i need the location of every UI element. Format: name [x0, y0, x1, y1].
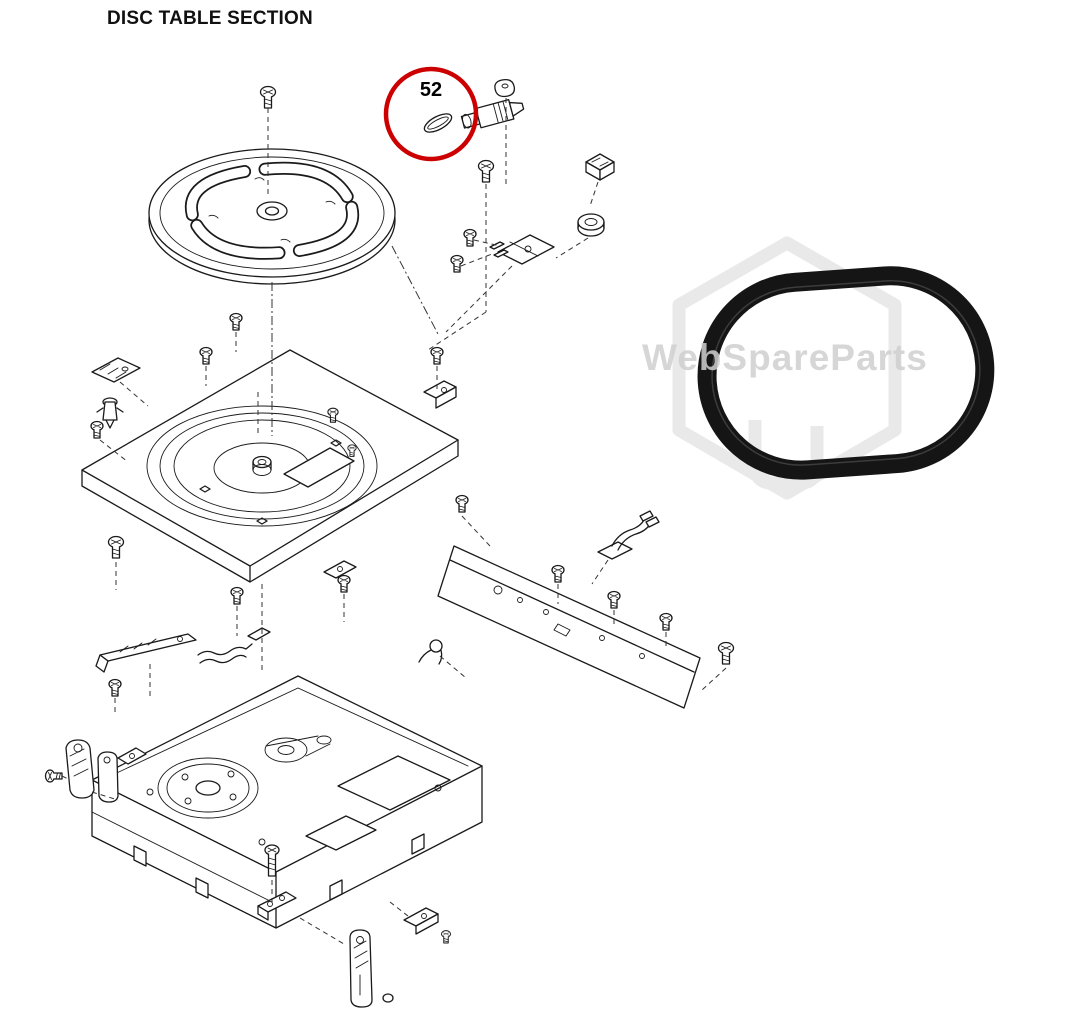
page-title: DISC TABLE SECTION: [107, 8, 313, 29]
side-panel: [437, 545, 735, 709]
assembly-lines: [61, 98, 727, 945]
part-callout: [383, 66, 479, 162]
drive-belt: [697, 266, 995, 480]
wire-connector: [597, 510, 660, 560]
wire-clamp: [418, 639, 443, 665]
bottom-left-sliders: [44, 739, 147, 803]
connector-block: [585, 153, 615, 181]
bottom-parts: [257, 844, 451, 1008]
bottom-chassis: [91, 675, 483, 929]
watermark-text: WebSpareParts: [642, 337, 928, 378]
top-screw: [259, 85, 277, 109]
part-number-label: 52: [419, 79, 443, 101]
grommet-pulley: [577, 213, 605, 237]
clamp-shaft-assembly: [460, 78, 525, 129]
part-callout-circle: [383, 66, 479, 162]
disc-platter: [148, 148, 396, 285]
mid-platform: [81, 346, 469, 605]
switch-bracket: [489, 234, 555, 265]
left-brackets: [90, 357, 141, 439]
flex-cable-strip: [95, 627, 271, 697]
